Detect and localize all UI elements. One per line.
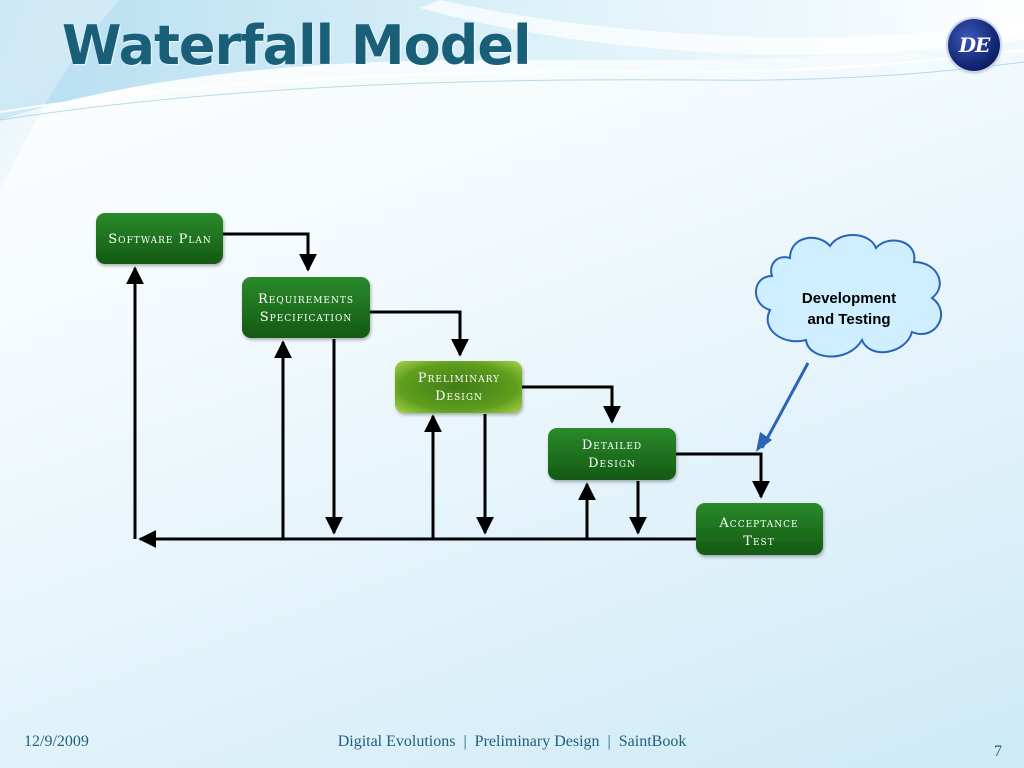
development-testing-callout: Development and Testing (755, 233, 943, 452)
footer-separator: | (607, 733, 611, 750)
callout-pointer-head (756, 432, 772, 452)
arrow-preliminary-to-detailed (522, 385, 621, 424)
box-label-line: Preliminary (418, 371, 500, 386)
callout-label-line: Development (802, 290, 896, 307)
step-requirements-specification: Requirements Specification (242, 277, 370, 338)
slide-title: Waterfall Model (62, 14, 532, 77)
box-label-line: Design (588, 456, 636, 471)
step-preliminary-design: Preliminary Design (395, 361, 522, 413)
step-acceptance-test: Acceptance Test (696, 503, 823, 555)
footer-section: Preliminary Design (474, 733, 600, 750)
footer-date: 12/9/2009 (24, 733, 89, 750)
footer-separator: | (463, 733, 467, 750)
footer-org: Digital Evolutions (337, 733, 456, 750)
box-label-line: Design (435, 389, 483, 404)
arrow-requirements-to-preliminary (370, 310, 469, 357)
box-label-line: Requirements (258, 292, 354, 307)
box-label-line: Specification (260, 310, 352, 325)
box-label-line: Acceptance (718, 516, 798, 531)
header-swoosh (0, 0, 1024, 190)
page-number: 7 (994, 743, 1002, 760)
box-label-line: Detailed (582, 438, 642, 453)
footer-info: Digital Evolutions | Preliminary Design | Sa… (0, 733, 1024, 751)
de-logo: DE (948, 19, 1000, 71)
arrow-plan-to-requirements (223, 232, 317, 272)
box-label-line: Software Plan (108, 232, 211, 247)
flow-arrows (126, 232, 770, 548)
arrow-detailed-to-acceptance (676, 452, 770, 499)
cloud-shape (755, 233, 943, 358)
step-detailed-design: Detailed Design (548, 428, 676, 480)
footer-product: SaintBook (618, 733, 687, 750)
callout-label-line: and Testing (807, 311, 890, 328)
callout-pointer (760, 362, 810, 449)
step-software-plan: Software Plan (96, 213, 223, 264)
box-label-line: Test (743, 534, 774, 549)
